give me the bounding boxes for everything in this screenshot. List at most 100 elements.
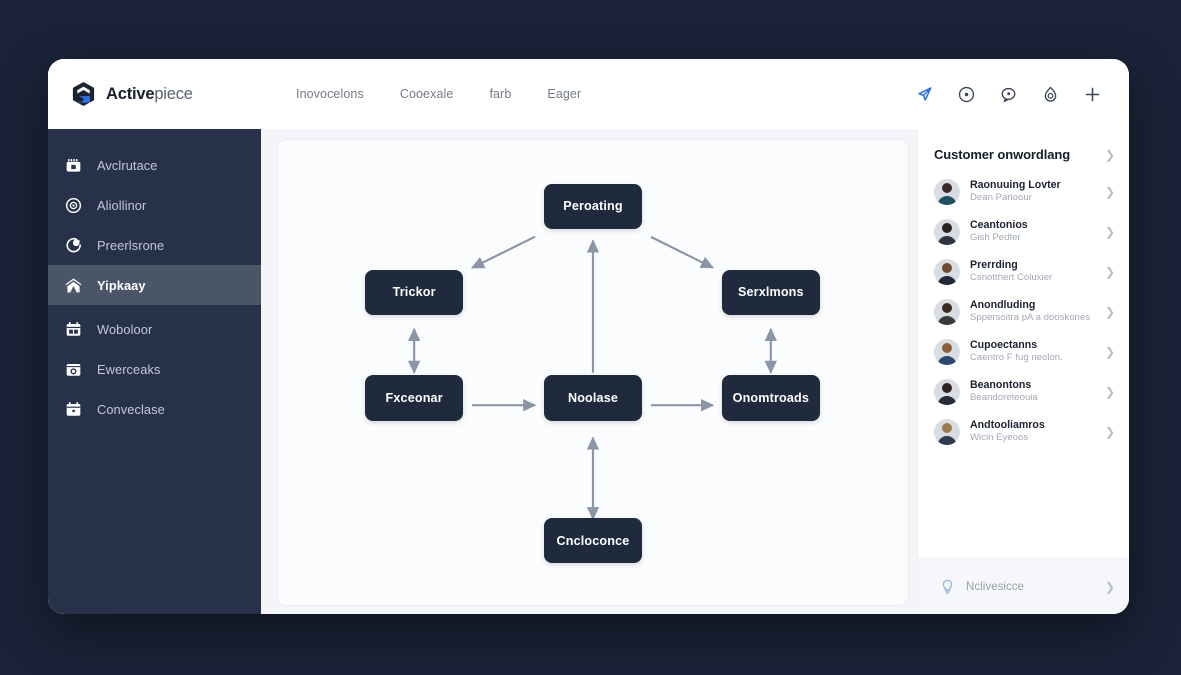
- brand-text: Activepiece: [106, 85, 193, 104]
- sidebar-item-label-0: Avclrutace: [97, 157, 158, 173]
- avatar: [934, 299, 960, 325]
- flow-edge-0: [470, 235, 536, 269]
- avatar: [934, 379, 960, 405]
- sidebar-item-label-1: Aliollinor: [97, 197, 147, 213]
- list-item-subtitle: Csnotthert Coluxier: [970, 272, 1053, 284]
- sidebar-item-label-6: Conveclase: [97, 401, 165, 417]
- brand-name-light: piece: [154, 84, 193, 103]
- top-bar-actions: [914, 84, 1103, 105]
- archive-icon: [66, 158, 81, 172]
- flow-node-2[interactable]: Serxlmons: [722, 269, 820, 316]
- nav-item-3[interactable]: Eager: [547, 87, 582, 101]
- chevron-right-icon: ❯: [1104, 425, 1115, 439]
- nav-item-0[interactable]: Inovocelons: [296, 87, 364, 101]
- chat-bubble-icon[interactable]: [998, 84, 1019, 105]
- sidebar-item-6[interactable]: Conveclase: [48, 389, 261, 429]
- sidebar-item-0[interactable]: Avclrutace: [48, 145, 261, 185]
- list-item-name: Raonuuing Lovter: [970, 179, 1061, 192]
- avatar: [934, 419, 960, 445]
- chevron-right-icon: ❯: [1104, 305, 1115, 319]
- nav-item-2[interactable]: farb: [489, 87, 512, 101]
- right-panel-title: Customer onwordlang: [934, 147, 1071, 162]
- list-item-name: Cupoectanns: [970, 339, 1038, 352]
- list-item-subtitle: Gish Pedter: [970, 232, 1021, 244]
- brand-name-bold: Active: [106, 84, 155, 103]
- list-item-subtitle: Dean Parloour: [970, 192, 1032, 204]
- avatar: [934, 339, 960, 365]
- chevron-right-icon: ❯: [1104, 385, 1115, 399]
- calendar-icon: [66, 321, 81, 336]
- chevron-right-icon: ❯: [1104, 265, 1115, 279]
- list-item-subtitle: Sppersoitra pA a dooskones: [970, 312, 1091, 324]
- flow-node-3[interactable]: Fxceonar: [365, 375, 463, 421]
- flow-node-6[interactable]: Cncloconce: [544, 517, 642, 564]
- chevron-right-icon: ❯: [1104, 185, 1115, 199]
- flow-node-5[interactable]: Onomtroads: [722, 375, 820, 421]
- avatar: [934, 179, 960, 205]
- list-item-name: Ceantonios: [970, 219, 1028, 232]
- avatar: [934, 219, 960, 245]
- flow-node-0[interactable]: Peroating: [544, 183, 642, 230]
- chevron-right-icon: ❯: [1104, 345, 1115, 359]
- note-icon: [66, 401, 81, 416]
- window-body: Avclrutace Aliollinor: [48, 129, 1129, 614]
- sidebar-item-2[interactable]: Preerlsrone: [48, 225, 261, 265]
- footer-chevron-right-icon: ❯: [1104, 579, 1115, 594]
- avatar: [934, 259, 960, 285]
- flow-node-4[interactable]: Noolase: [544, 375, 642, 421]
- sidebar-item-label-4: Woboloor: [97, 321, 153, 337]
- brand-logo-group[interactable]: Activepiece: [70, 80, 282, 108]
- notification-bell-icon[interactable]: [1040, 84, 1061, 105]
- list-item-name: Prerrding: [970, 259, 1018, 272]
- top-bar: Activepiece Inovocelons Cooexale farb Ea…: [48, 59, 1129, 129]
- target-icon: [65, 197, 82, 213]
- list-item-name: Anondluding: [970, 299, 1036, 312]
- sidebar-item-5[interactable]: Ewerceaks: [48, 349, 261, 389]
- clock-icon[interactable]: [956, 84, 977, 105]
- app-window: Activepiece Inovocelons Cooexale farb Ea…: [48, 59, 1129, 614]
- home-icon: [65, 277, 82, 292]
- sidebar-item-label-3: Yipkaay: [97, 277, 146, 293]
- list-item-subtitle: Beandoreteouia: [970, 392, 1038, 404]
- right-panel-footer-label: Nclivesicce: [966, 580, 1024, 593]
- right-panel-footer[interactable]: Nclivesicce ❯: [918, 558, 1129, 614]
- sidebar-item-3[interactable]: Yipkaay: [48, 265, 261, 305]
- sidebar-item-4[interactable]: Woboloor: [48, 309, 261, 349]
- flow-node-1[interactable]: Trickor: [365, 269, 463, 316]
- chevron-right-icon: ❯: [1104, 147, 1115, 162]
- share-icon: [66, 237, 81, 252]
- sidebar-item-1[interactable]: Aliollinor: [48, 185, 261, 225]
- top-nav: Inovocelons Cooexale farb Eager: [296, 87, 581, 101]
- sidebar-item-label-2: Preerlsrone: [97, 237, 165, 253]
- hexagon-logo-icon: [72, 82, 95, 106]
- list-item-name: Beanontons: [970, 379, 1032, 392]
- sidebar-item-label-5: Ewerceaks: [97, 361, 161, 377]
- send-icon[interactable]: [914, 84, 935, 105]
- flow-edge-1: [650, 235, 715, 269]
- right-panel-header[interactable]: Customer onwordlang ❯: [918, 129, 1129, 172]
- list-item-subtitle: Wicin Eyeoos: [970, 432, 1029, 444]
- list-item-subtitle: Caentro F fug neolon.: [970, 352, 1063, 364]
- list-item-name: Andtooliamros: [970, 419, 1045, 432]
- add-icon[interactable]: [1082, 84, 1103, 105]
- nav-item-1[interactable]: Cooexale: [399, 87, 454, 101]
- camera-icon: [66, 363, 81, 376]
